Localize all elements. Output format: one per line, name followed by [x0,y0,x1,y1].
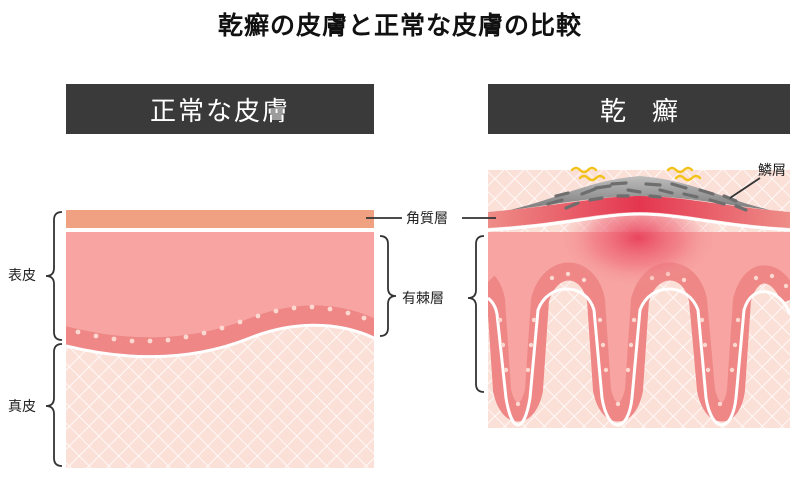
dermis-label: 真皮 [8,399,36,415]
normal-stratum-corneum [66,210,374,228]
psoriasis-basal-layer [488,262,790,422]
itch-mark-icon [570,166,702,182]
spinous-layer-label: 有棘層 [402,291,444,307]
epidermis-bracket [45,211,63,341]
psoriasis-stratum-corneum [488,196,790,228]
normal-skin-header: 正常な皮膚 [66,84,374,134]
bracket-lines [45,177,761,467]
psoriasis-header: 乾癬 [488,84,790,134]
scale-leader [729,177,761,199]
normal-epidermis [66,232,374,338]
scale-label: 鱗屑 [758,163,786,179]
spinous-bracket-right [467,235,485,393]
psoriasis-illustration [488,170,790,428]
psoriasis-epidermis [488,232,790,413]
spinous-bracket-left [379,235,397,337]
page-title: 乾癬の皮膚と正常な皮膚の比較 [217,11,582,40]
normal-basal-layer [66,305,374,357]
scale-flake-icon [546,181,748,212]
stratum-corneum-label: 角質層 [406,211,448,227]
normal-skin-illustration [66,210,374,468]
dermis-bracket [45,343,63,467]
epidermis-label: 表皮 [8,268,36,284]
